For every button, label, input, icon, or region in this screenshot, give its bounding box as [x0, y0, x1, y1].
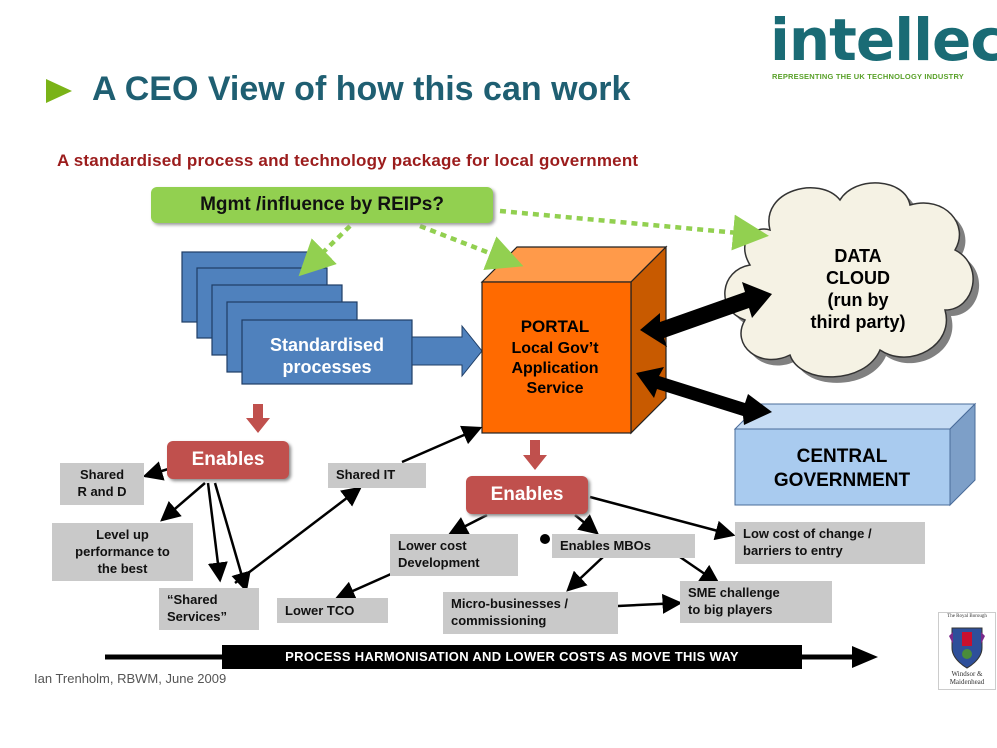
- level-up-line-2: performance to: [75, 544, 170, 559]
- cloud-label-1: DATA: [834, 246, 881, 266]
- page-subtitle: A standardised process and technology pa…: [57, 151, 639, 170]
- mbos-to-micro-arrow: [566, 556, 604, 592]
- low-cost-change-line-2: barriers to entry: [743, 543, 843, 558]
- enables-box-left: Enables: [167, 441, 289, 479]
- central-government-box: [733, 402, 977, 507]
- level-up-line-3: the best: [97, 561, 148, 576]
- page-title: A CEO View of how this can work: [92, 70, 631, 108]
- portal-cloud-arrow: [640, 282, 772, 347]
- standardised-processes-stack: [181, 251, 413, 385]
- enables-to-mbos-arrow: [574, 514, 599, 535]
- crest-shield-icon: [949, 627, 985, 669]
- low-cost-change-box: Low cost of change / barriers to entry: [735, 522, 925, 564]
- bullet-dot: [540, 534, 550, 544]
- sme-challenge-line-2: to big players: [688, 602, 773, 617]
- central-label-1: CENTRAL: [797, 446, 888, 467]
- shared-services-line-2: Services”: [167, 609, 227, 624]
- micro-to-sme-arrow: [617, 593, 683, 614]
- micro-businesses-line-1: Micro-businesses /: [451, 596, 569, 611]
- author-credit: Ian Trenholm, RBWM, June 2009: [34, 671, 227, 686]
- process-to-portal-arrow: [411, 324, 483, 378]
- harmonisation-arrow-head: [852, 646, 878, 668]
- portal-label-1: PORTAL: [521, 317, 590, 336]
- enables-to-lower-cost-arrow: [447, 513, 488, 536]
- crest-bottom-line-2: Maidenhead: [949, 678, 985, 686]
- shared-services-to-shared-it-arrow: [234, 486, 362, 584]
- portal-label-4: Service: [527, 380, 584, 397]
- sme-challenge-box: SME challenge to big players: [680, 581, 832, 623]
- shared-rd-line-1: Shared: [79, 467, 125, 482]
- enables-box-right: Enables: [466, 476, 588, 514]
- shared-it-box: Shared IT: [328, 463, 426, 488]
- intellect-logo-tagline: REPRESENTING THE UK TECHNOLOGY INDUSTRY: [772, 72, 964, 81]
- lower-tco-box: Lower TCO: [277, 598, 388, 623]
- mbos-to-sme-arrow: [679, 555, 721, 585]
- standardised-label-2: processes: [282, 357, 371, 377]
- down-arrow-left: [246, 404, 270, 433]
- mgmt-to-portal-arrow: [419, 223, 524, 270]
- enables-to-shared-services-arrow: [206, 482, 228, 583]
- portal-box: [480, 245, 668, 435]
- lower-cost-development-box: Lower cost Development: [390, 534, 518, 576]
- down-arrow-right: [523, 440, 547, 470]
- shared-services-line-1: “Shared: [167, 592, 218, 607]
- mgmt-to-cloud-arrow: [499, 208, 769, 251]
- portal-label-2: Local Gov’t: [511, 340, 599, 357]
- level-up-box: Level up performance to the best: [52, 523, 193, 581]
- shared-rd-line-2: R and D: [77, 484, 127, 499]
- crest-bottom-line-1: Windsor &: [951, 670, 983, 678]
- shared-rd-box: Shared R and D: [60, 463, 144, 505]
- enables-mbos-box: Enables MBOs: [552, 534, 695, 558]
- portal-label-3: Application: [511, 360, 598, 377]
- process-harmonisation-bar: PROCESS HARMONISATION AND LOWER COSTS AS…: [222, 645, 802, 669]
- crest-top-text: The Royal Borough: [947, 614, 987, 619]
- low-cost-change-line-1: Low cost of change /: [743, 526, 872, 541]
- data-cloud: [724, 182, 980, 383]
- micro-businesses-box: Micro-businesses / commissioning: [443, 592, 618, 634]
- intellect-logo: intellect: [770, 6, 997, 74]
- lower-cost-line-1: Lower cost: [398, 538, 467, 553]
- lower-cost-to-lower-tco-arrow: [334, 572, 392, 601]
- enables-to-level-up-arrow: [160, 482, 206, 522]
- cloud-label-4: third party): [810, 312, 905, 332]
- enables-to-shared-services-arrow-2: [213, 482, 251, 593]
- cloud-label-3: (run by: [828, 290, 889, 310]
- level-up-line-1: Level up: [96, 527, 149, 542]
- enables-to-low-cost-change-arrow: [589, 495, 736, 541]
- central-label-2: GOVERNMENT: [774, 470, 911, 491]
- bullet-triangle-icon: [46, 79, 72, 103]
- portal-central-arrow: [636, 367, 772, 425]
- mgmt-influence-banner: Mgmt /influence by REIPs?: [151, 187, 493, 223]
- shared-it-to-portal-arrow: [401, 425, 483, 464]
- lower-cost-line-2: Development: [398, 555, 480, 570]
- shared-services-box: “Shared Services”: [159, 588, 259, 630]
- standardised-label-1: Standardised: [270, 335, 384, 355]
- cloud-label-2: CLOUD: [826, 268, 890, 288]
- sme-challenge-line-1: SME challenge: [688, 585, 780, 600]
- micro-businesses-line-2: commissioning: [451, 613, 547, 628]
- crest-bottom-text: Windsor & Maidenhead: [938, 670, 996, 686]
